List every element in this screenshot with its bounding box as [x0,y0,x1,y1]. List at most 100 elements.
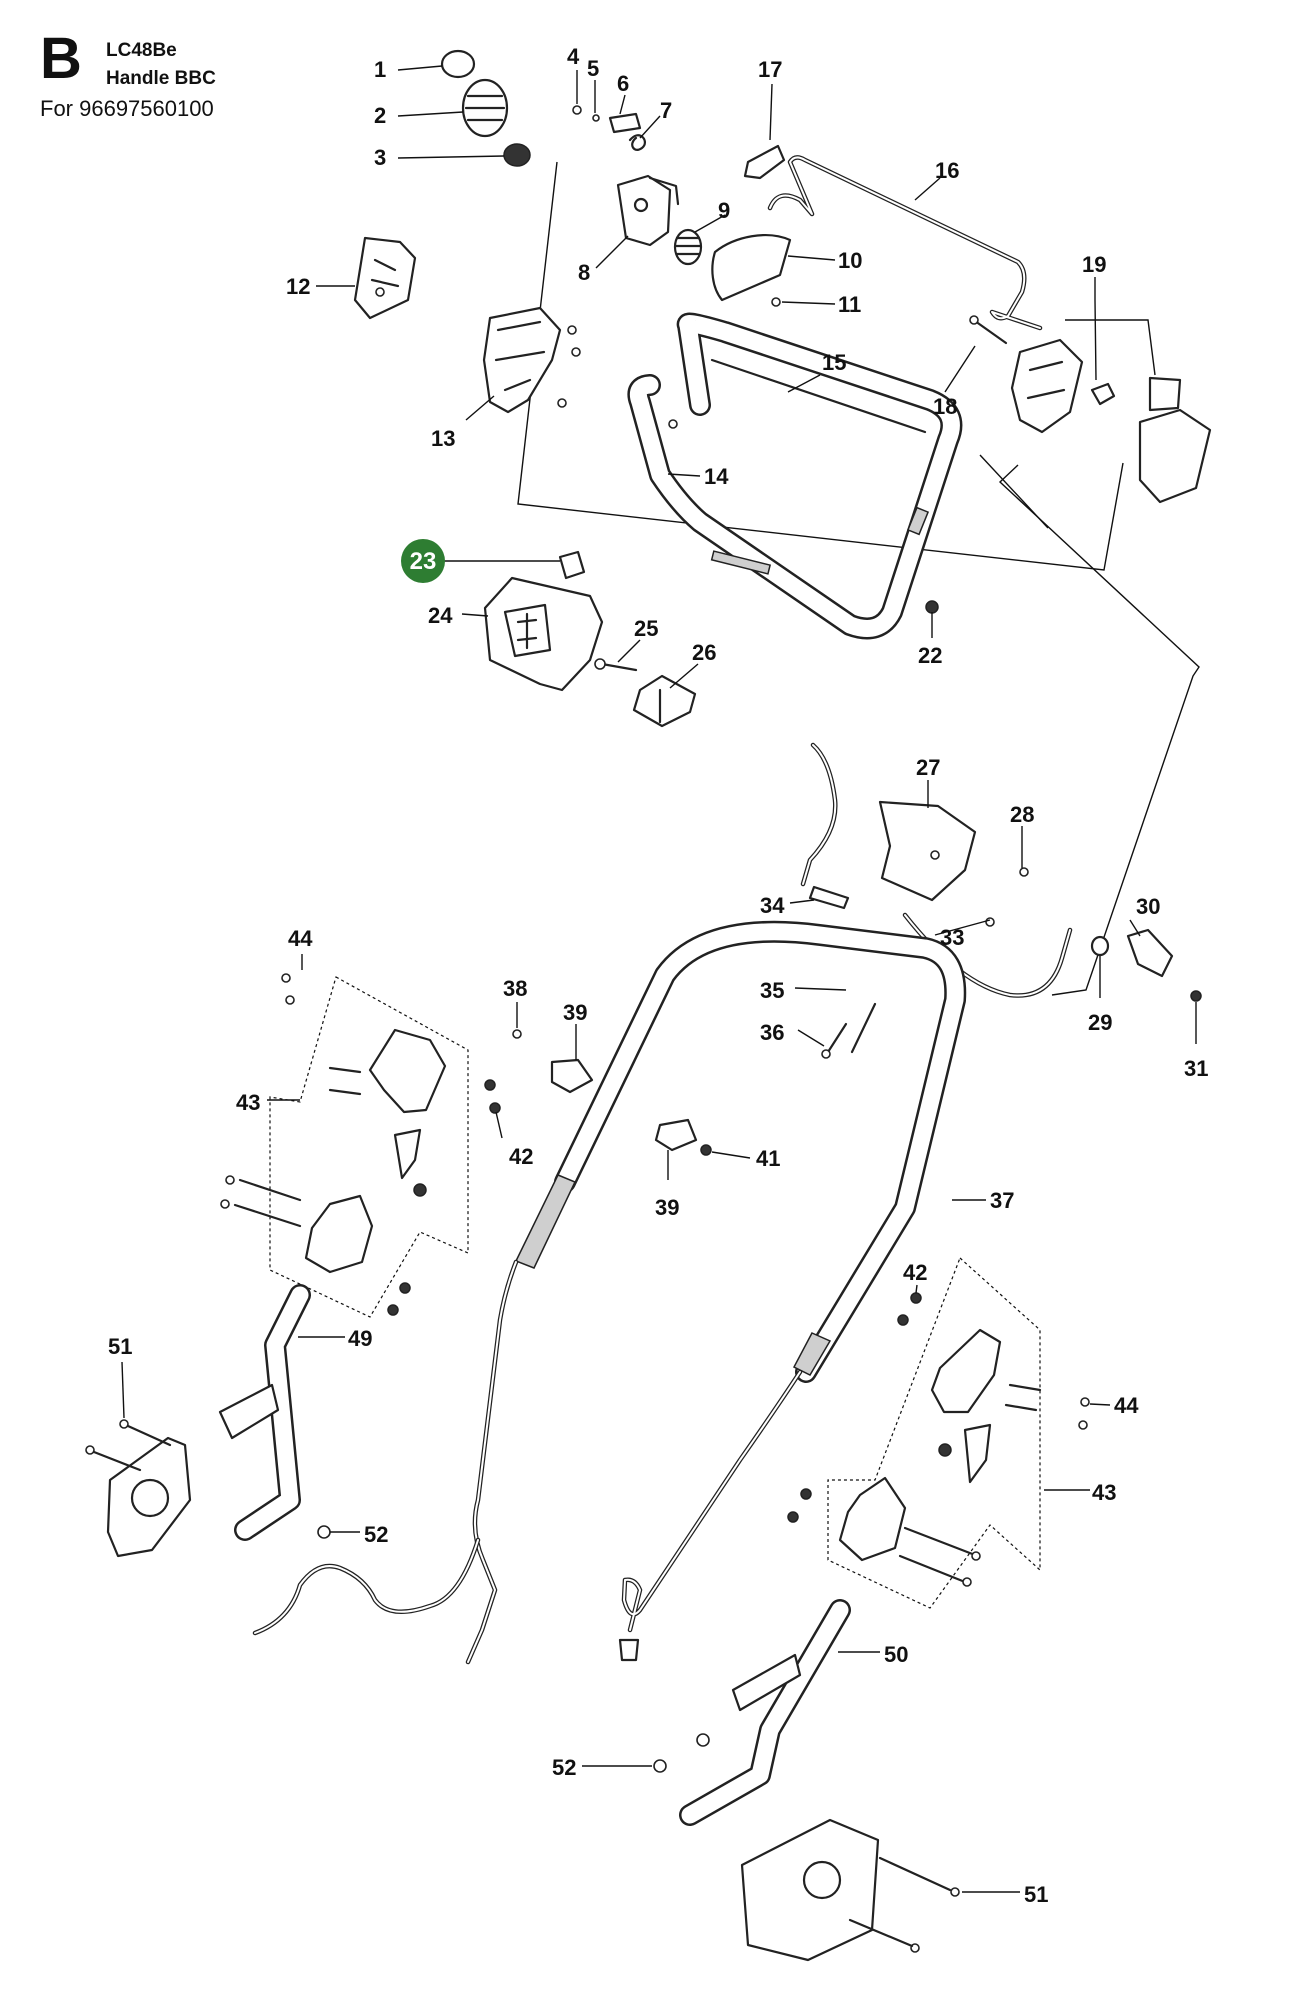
label-part-35: 35 [760,978,784,1003]
label-part-26: 26 [692,640,716,665]
label-part-9: 9 [718,198,730,223]
label-part-10: 10 [838,248,862,273]
part-9-spring [673,228,703,266]
label-part-29: 29 [1088,1010,1112,1035]
control-cable-upper [800,742,838,887]
assembly-title: Handle BBC [106,68,216,89]
label-part-30: 30 [1136,894,1160,919]
part-39-cable-guide [550,1058,594,1094]
part-49-lower-handle-left [218,1284,331,1541]
part-28-screw [1019,867,1029,877]
part-51-right-bracket [740,1818,960,1962]
upper-control-parts [353,49,1212,640]
label-part-49: 49 [348,1326,372,1351]
label-part-8: 8 [578,260,590,285]
label-part-42a: 42 [509,1144,533,1169]
label-part-6: 6 [617,71,629,96]
part-26-bracket [632,674,697,728]
part-19-right-housing [1010,338,1212,504]
label-part-15: 15 [822,350,846,375]
label-part-12: 12 [286,274,310,299]
label-part-18: 18 [933,394,957,419]
left-clamp-dashed-frame [269,976,469,1318]
part-8-lever-housing [616,174,680,247]
label-part-11: 11 [838,292,861,317]
part-34-clip [808,885,850,910]
section-letter: B [40,26,82,91]
part-27-clamp [878,800,977,902]
part-6-clip [608,112,642,134]
part-24-cover [483,576,604,692]
part-number-labels: 1 2 3 4 5 6 7 8 9 10 11 12 13 14 15 16 1… [108,44,1208,1907]
part-15-handle-loop [627,312,963,640]
label-part-27: 27 [916,755,940,780]
label-part-44a: 44 [288,926,313,951]
label-part-43a: 43 [236,1090,260,1115]
label-part-39a: 39 [563,1000,587,1025]
part-16-bail-rod [767,155,1043,331]
label-part-39b: 39 [655,1195,679,1220]
label-part-38: 38 [503,976,527,1001]
label-part-51a: 51 [108,1334,132,1359]
product-number: For 96697560100 [40,96,214,121]
label-part-23: 23 [410,548,437,575]
label-part-52b: 52 [552,1755,576,1780]
part-18-screw [973,319,1008,345]
right-clamp-dashed-frame [827,1256,1041,1609]
part-29-washer [1090,935,1110,957]
part-51-left-bracket [85,1419,192,1558]
part-36-screw [850,1002,877,1054]
part-33-screw [985,917,995,927]
label-part-3: 3 [374,145,386,170]
part-43-left-clamp [220,973,501,1316]
label-part-28: 28 [1010,802,1034,827]
label-part-14: 14 [704,464,729,489]
label-part-44b: 44 [1114,1393,1139,1418]
part-5-washer [592,114,600,122]
label-part-16: 16 [935,158,959,183]
label-part-17: 17 [758,57,782,82]
label-part-25: 25 [634,616,658,641]
part-12-bracket [353,236,417,320]
label-part-23-highlight: 23 [401,539,445,583]
label-part-41: 41 [756,1146,780,1171]
label-part-5: 5 [587,56,599,81]
part-39-cable-guide-b [654,1118,698,1152]
label-part-52a: 52 [364,1522,388,1547]
label-part-37: 37 [990,1188,1014,1213]
lower-cables [252,1259,803,1665]
label-part-51b: 51 [1024,1882,1048,1907]
part-43-right-clamp [787,1292,1090,1587]
label-part-36: 36 [760,1020,784,1045]
label-part-43b: 43 [1092,1480,1116,1505]
label-part-2: 2 [374,103,386,128]
part-41-nut [700,1144,712,1156]
part-37-main-handle [514,920,967,1383]
label-part-4: 4 [567,44,580,69]
control-link-line [979,454,1049,529]
model-name: LC48Be [106,40,177,61]
label-part-7: 7 [660,98,672,123]
part-4-screw [572,105,582,115]
part-7-spring [628,134,646,151]
part-31-nut [1190,990,1202,1002]
part-10-cover [711,234,792,302]
part-22-nut [925,600,939,614]
label-part-50: 50 [884,1642,908,1667]
label-part-22: 22 [918,643,942,668]
part-1-cap [440,49,476,79]
center-parts [483,550,1202,1156]
cable-end-fitting [618,1638,640,1662]
label-part-24: 24 [428,603,453,628]
part-50-lower-handle-right [653,1599,851,1826]
label-part-33: 33 [940,925,964,950]
part-25-screw [600,662,638,672]
part-13-handle-housing [482,306,581,414]
label-part-13: 13 [431,426,455,451]
highlight-badge [401,539,445,583]
part-14-screw [668,419,678,429]
part-11-screw [771,297,781,307]
part-17-latch [743,144,786,180]
part-2-knob [461,78,509,138]
